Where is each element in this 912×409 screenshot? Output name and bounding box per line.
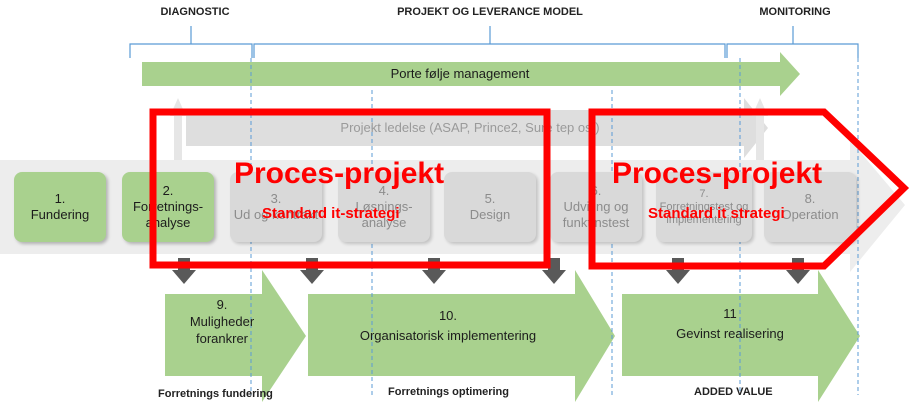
overlay-left-title: Proces-projekt (234, 157, 445, 190)
phase-label: Operation (781, 207, 839, 222)
footer-added-value: ADDED VALUE (694, 386, 773, 398)
phase-4-loesningsanalyse: 4.Løsnings-analyse (338, 172, 430, 242)
phase-label: Fundering (30, 207, 90, 222)
proces-projekt-frame-right (588, 108, 910, 270)
phase-number: 3. (270, 191, 282, 206)
phase-number: 4. (378, 183, 390, 198)
phase-label: Ud og kontrakt (233, 207, 319, 222)
lower-arrow-number: 11 (723, 306, 737, 321)
footer-forretnings-optimering: Forretnings optimering (388, 386, 509, 398)
portfolio-label: Porte følje management (390, 66, 530, 81)
phase-5-design: 5.Design (444, 172, 536, 242)
overlay-right-title: Proces-projekt (612, 157, 823, 190)
lower-arrow-text: Gevinst realisering (676, 326, 784, 341)
header-diagnostic: DIAGNOSTIC (160, 6, 230, 18)
footer-forretnings-fundering: Forretnings fundering (158, 388, 273, 400)
phase-number: 7. (699, 187, 709, 200)
header-projekt-leverance: PROJEKT OG LEVERANCE MODEL (397, 6, 583, 18)
lower-arrow-10-label: 10. Organisatorisk implementering (318, 306, 578, 346)
lower-arrow-text: Organisatorisk implementering (359, 328, 537, 343)
bracket-monitoring (726, 26, 859, 58)
phase-number: 8. (804, 191, 816, 206)
phase-number: 1. (54, 191, 66, 206)
lower-arrow-9-label: 9. Muligheder forankrer (172, 296, 272, 347)
phase-1-fundering: 1.Fundering (14, 172, 106, 242)
phase-number: 2. (162, 183, 174, 198)
lower-arrow-10 (308, 270, 615, 402)
phase-label: Forretningstest og implementering (659, 200, 749, 226)
phase-7-forretningstest-implementering: 7.Forretningstest og implementering (656, 172, 752, 242)
lower-arrow-11-label: 11 Gevinst realisering (630, 304, 830, 344)
phase-label: Løsnings-analyse (355, 199, 413, 230)
phase-3-udbud-kontrakt: 3.Ud og kontrakt (230, 172, 322, 242)
lower-arrow-text: Muligheder forankrer (189, 314, 255, 346)
bracket-diagnostic (129, 26, 253, 58)
overlay-right-subtitle: Standard it strategi (648, 205, 785, 222)
header-monitoring: MONITORING (759, 6, 831, 18)
bracket-projekt (253, 26, 726, 58)
portfolio-arrow (142, 52, 800, 96)
phase-6-udvikling-funktionstest: 6.Udvi ing og funkt nstest (550, 172, 642, 242)
lower-arrow-9 (165, 270, 306, 402)
phase-8-operation: 8.Operation (764, 172, 856, 242)
phase-number: 5. (484, 191, 496, 206)
proces-projekt-frame-left (149, 108, 551, 269)
lower-arrow-number: 9. (216, 297, 228, 312)
overlay-left-subtitle: Standard it-strategi (262, 205, 400, 222)
projekt-ledelse-label: Projekt ledelse (ASAP, Prince2, Sure tep… (340, 120, 600, 135)
lower-arrow-11 (622, 270, 860, 402)
phase-number: 6. (590, 183, 602, 198)
phase-label: Design (469, 207, 511, 222)
phase-label: Udvi ing og funkt nstest (562, 199, 630, 230)
lower-arrow-number: 10. (438, 308, 458, 323)
